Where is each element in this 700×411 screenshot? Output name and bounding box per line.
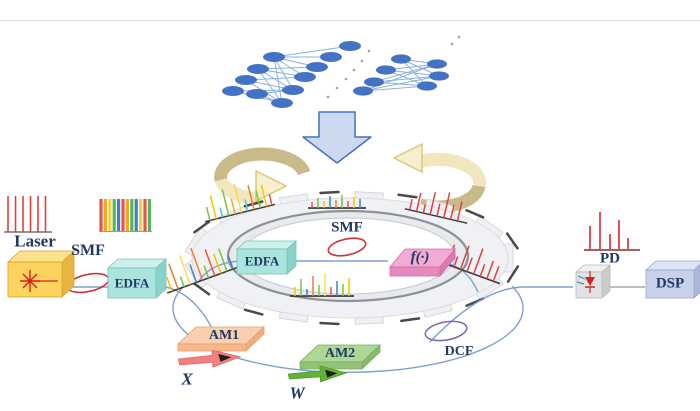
laser-label: Laser	[14, 231, 56, 251]
edfa-loop-label: EDFA	[244, 253, 280, 269]
dcf-coil	[424, 320, 468, 342]
spectrum-broadened-comb	[99, 199, 152, 232]
cycle-left-arrowhead	[255, 169, 288, 203]
dsp-label: DSP	[655, 275, 685, 292]
spectrum-gear-topleft	[204, 183, 276, 223]
nonlinearity-label: f(·)	[410, 249, 430, 266]
fiber-output-line	[429, 286, 573, 343]
weight-vector-label: W	[289, 383, 305, 403]
cycle-arrow-right	[392, 142, 486, 214]
spectrum-gear-topright	[404, 192, 468, 224]
am2-label: AM2	[324, 346, 356, 361]
dcf-label: DCF	[444, 344, 474, 359]
dsp-box	[644, 260, 700, 299]
weight-arrow-accent	[325, 369, 338, 378]
weight-arrow	[287, 365, 348, 383]
edfa-box-loop	[235, 240, 298, 275]
pd-box	[574, 264, 612, 299]
edfa-box-outer	[106, 258, 168, 299]
spectrum-left-inner	[166, 247, 239, 294]
fiber-inner-left	[198, 260, 241, 282]
am1-modulator	[176, 326, 266, 352]
nn-right-nodes	[353, 54, 449, 96]
edfa-outer-label: EDFA	[114, 275, 150, 291]
input-arrow	[177, 349, 242, 368]
continuation-dots	[326, 35, 461, 99]
am2-modulator	[298, 344, 382, 370]
flow-down-arrow	[302, 111, 372, 164]
cycle-arrow-left	[214, 147, 311, 206]
spectrum-pd	[584, 212, 640, 251]
spectrum-bottom-center	[290, 274, 354, 297]
spectrum-gear-topcenter	[308, 195, 366, 209]
laser-emitter-icon	[20, 270, 58, 292]
neural-network-left	[222, 41, 361, 108]
smf-loop-label: SMF	[331, 219, 363, 236]
input-arrow-accent	[218, 353, 232, 362]
nn-left-nodes	[222, 41, 361, 108]
nonlinearity-box	[389, 247, 456, 278]
fiber-loop	[172, 285, 524, 374]
spectrum-laser-comb	[4, 196, 52, 233]
neural-network-right	[353, 54, 449, 96]
smf-coil-loop	[327, 237, 367, 257]
cycle-right-arrowhead	[392, 142, 423, 174]
smf-left-label: SMF	[71, 242, 105, 259]
pd-label: PD	[600, 250, 620, 267]
am1-label: AM1	[208, 328, 240, 343]
laser-box	[6, 250, 76, 298]
photodiode-icon	[576, 271, 595, 293]
input-vector-label: X	[181, 369, 193, 389]
